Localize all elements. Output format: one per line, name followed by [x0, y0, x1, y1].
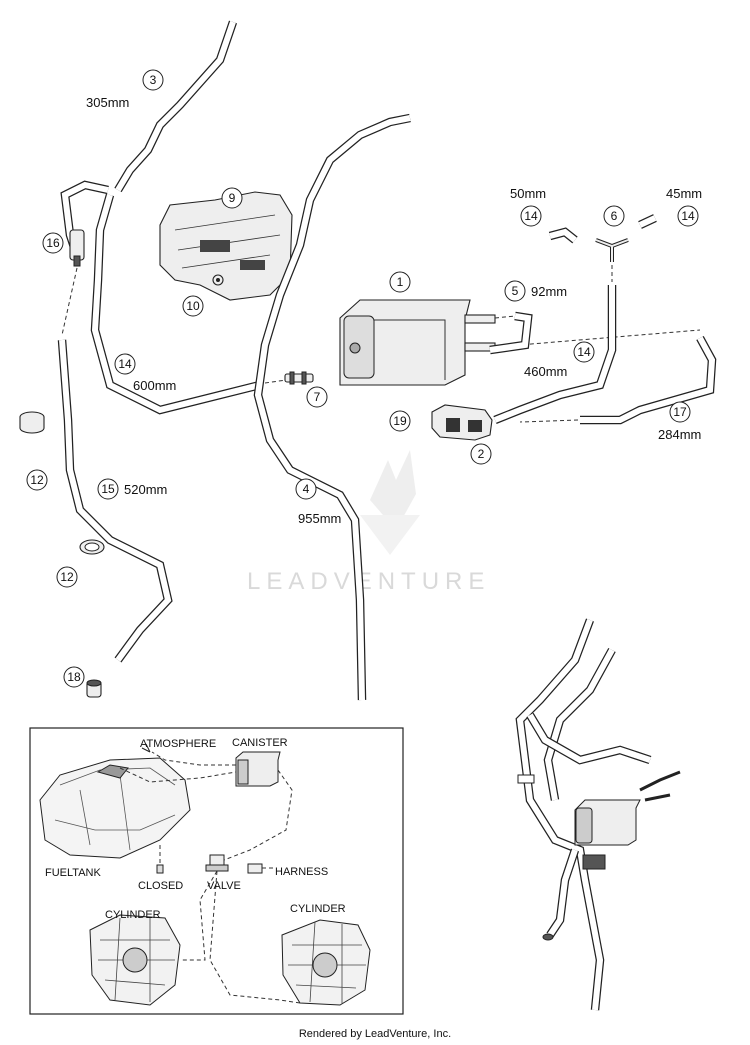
length-label-5: 92mm: [531, 284, 567, 299]
callout-5: 5: [512, 284, 519, 298]
callout-2: 2: [478, 447, 485, 461]
atmosphere-arrow-icon: [141, 743, 151, 753]
cylinder-right-illustration: [281, 919, 371, 1006]
callout-4: 4: [303, 482, 310, 496]
clamp-12-upper: [19, 411, 45, 434]
callout-6: 6: [611, 209, 618, 223]
callout-12-lower: 12: [60, 570, 74, 584]
callout-18: 18: [67, 670, 81, 684]
hose-14-45: [638, 214, 657, 229]
callout-14-460: 14: [577, 345, 591, 359]
hose-3: [114, 20, 238, 193]
assembled-view-illustration: [515, 618, 681, 1011]
footer-credit: Rendered by LeadVenture, Inc.: [299, 1028, 451, 1040]
inset-label-canister: CANISTER: [232, 737, 288, 749]
inset-connection-lines: [119, 751, 301, 1004]
bracket-9: [159, 191, 293, 301]
inset-label-closed: CLOSED: [138, 880, 183, 892]
inset-harness-connector: [247, 863, 263, 874]
canister-dash-lower: [494, 329, 701, 348]
inset-label-fueltank: FUELTANK: [45, 867, 101, 879]
cylinder-left-illustration: [89, 914, 181, 1006]
callout-7: 7: [314, 390, 321, 404]
hose-5: [489, 311, 533, 355]
length-label-14-50: 50mm: [510, 186, 546, 201]
connector-16-dash: [61, 267, 78, 336]
inset-label-cylinder-right: CYLINDER: [290, 903, 346, 915]
length-label-14-600: 600mm: [133, 378, 176, 393]
length-label-15: 520mm: [124, 482, 167, 497]
hose-15: [57, 339, 173, 663]
callout-19: 19: [393, 414, 407, 428]
inset-label-valve: VALVE: [207, 880, 241, 892]
hose-14-50: [548, 227, 578, 244]
hose-14-460: [493, 285, 617, 424]
valve-2: [431, 404, 493, 441]
callout-15: 15: [101, 482, 115, 496]
length-label-3: 305mm: [86, 95, 129, 110]
clamp-12-lower: [79, 539, 105, 555]
callout-9: 9: [229, 191, 236, 205]
connector-7: [284, 371, 314, 385]
callout-10: 10: [186, 299, 200, 313]
canister-1: [339, 299, 496, 386]
length-label-17: 284mm: [658, 427, 701, 442]
inset-label-cylinder-left: CYLINDER: [105, 909, 161, 921]
callout-1: 1: [397, 275, 404, 289]
inset-canister: [235, 751, 281, 787]
tee-fitting-6: [595, 238, 629, 262]
callout-3: 3: [150, 73, 157, 87]
watermark-text: LEADVENTURE: [247, 568, 490, 595]
watermark-logo-icon: [360, 450, 420, 555]
callout-14-600: 14: [118, 357, 132, 371]
connector-16: [69, 229, 85, 267]
hose-4: [253, 113, 411, 701]
callout-17: 17: [673, 405, 687, 419]
inset-label-atmosphere: ATMOSPHERE: [140, 738, 216, 750]
callout-14-45: 14: [681, 209, 695, 223]
callout-12-upper: 12: [30, 473, 44, 487]
length-label-4: 955mm: [298, 511, 341, 526]
inset-label-harness: HARNESS: [275, 866, 328, 878]
callout-14-50: 14: [524, 209, 538, 223]
hose-17: [580, 335, 717, 425]
inset-closed-cap: [156, 864, 164, 874]
fitting-18: [86, 679, 102, 698]
canister-dash-upper: [494, 315, 516, 319]
callout-16: 16: [46, 236, 60, 250]
screw-10: [212, 274, 224, 286]
length-label-14-460: 460mm: [524, 364, 567, 379]
length-label-14-45: 45mm: [666, 186, 702, 201]
hose-17-dash: [519, 419, 579, 423]
